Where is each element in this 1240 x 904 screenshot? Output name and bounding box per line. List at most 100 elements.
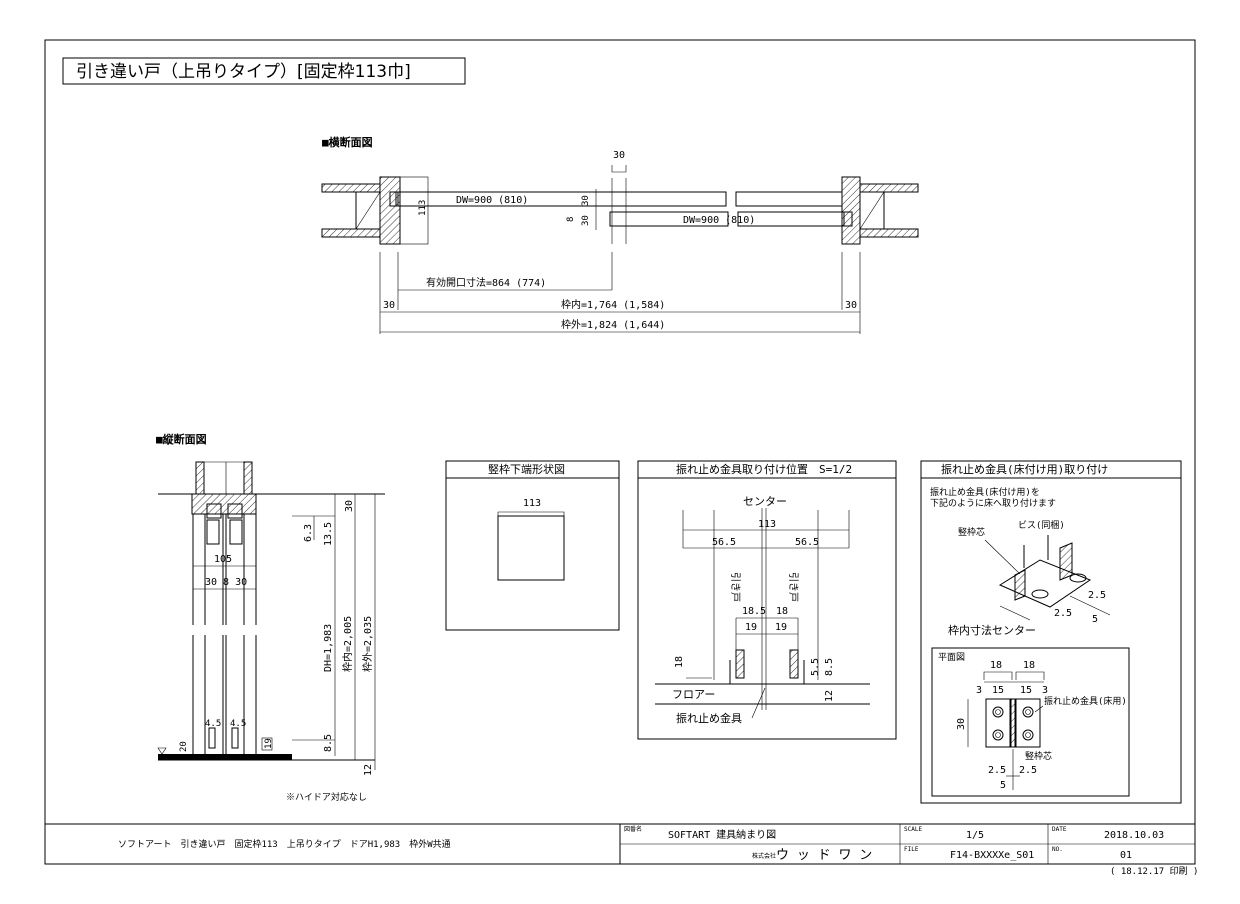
vs-inner: 枠内=2,005 (341, 616, 354, 672)
plan-heading: ■横断面図 (322, 135, 373, 149)
install-plan-box (931, 647, 1130, 797)
stopper-bracket: 振れ止め金具 (676, 711, 742, 725)
install-p3a: 3 (976, 685, 982, 696)
page-title: 引き違い戸（上吊りタイプ）[固定枠113巾] (76, 62, 411, 82)
stopper-door-left: 引き戸 (729, 572, 741, 602)
tb-company-label: 株式会社 (752, 852, 776, 860)
install-screw: ビス(同梱) (1018, 519, 1065, 531)
plan-side-right: 30 (845, 300, 857, 311)
tb-print: ( 18.12.17 印刷 ) (1110, 865, 1198, 877)
plan-offset-30a: 30 (581, 195, 591, 206)
install-p3b: 3 (1042, 685, 1048, 696)
vs-d85: 8.5 (323, 734, 334, 752)
bracket-iso-drawing (998, 535, 1111, 621)
stopper-floor: フロアー (672, 688, 715, 701)
plan-frame-inner: 枠内=1,764 (1,584) (561, 298, 665, 311)
vs-d19: 19 (264, 738, 274, 749)
install-p18a: 18 (990, 660, 1002, 671)
plan-side-left: 30 (383, 300, 395, 311)
stopper-install-panel: 振れ止め金具(床付け用)取り付け 振れ止め金具(床付け用)を 下記のように床へ取… (920, 460, 1182, 804)
install-p30: 30 (956, 718, 967, 730)
tb-description: ソフトアート 引き違い戸 固定枠113 上吊りタイプ ドアH1,983 枠外W共… (118, 838, 451, 850)
vs-dh: DH=1,983 (323, 624, 334, 672)
install-center: 枠内寸法センター (948, 623, 1036, 637)
title-block: ソフトアート 引き違い戸 固定枠113 上吊りタイプ ドアH1,983 枠外W共… (45, 823, 1198, 877)
install-plan-heading: 平面図 (938, 652, 965, 663)
vs-d45b: 4.5 (230, 719, 246, 729)
install-note1: 振れ止め金具(床付け用)を (930, 486, 1040, 498)
vs-d12: 12 (363, 764, 374, 776)
stopper-d85: 8.5 (824, 658, 835, 676)
install-p25a: 2.5 (988, 765, 1006, 776)
stopper-d565a: 56.5 (712, 537, 736, 548)
install-d25b: 2.5 (1054, 608, 1072, 619)
install-p18b: 18 (1023, 660, 1035, 671)
plan-door-left: DW=900 (810) (456, 195, 528, 206)
tb-no-label: NO. (1052, 846, 1063, 853)
plan-effective-opening: 有効開口寸法=864 (774) (426, 276, 546, 289)
install-d25a: 2.5 (1088, 590, 1106, 601)
stopper-d185: 18.5 (742, 606, 766, 617)
install-note2: 下記のように床へ取り付けます (930, 497, 1056, 509)
stopper-center: センター (743, 495, 787, 508)
plan-frame-outer: 枠外=1,824 (1,644) (561, 318, 665, 331)
frame-profile-width: 113 (523, 498, 541, 509)
stopper-door-right: 引き戸 (787, 572, 799, 602)
install-p25b: 2.5 (1019, 765, 1037, 776)
title-box: 引き違い戸（上吊りタイプ）[固定枠113巾] (62, 57, 466, 85)
vs-outer: 枠外=2,035 (361, 616, 374, 672)
tb-drawing-label: 図番名 (624, 825, 642, 833)
stopper-d12: 12 (824, 690, 835, 702)
stopper-d55: 5.5 (810, 658, 821, 676)
vs-d45a: 4.5 (205, 719, 221, 729)
plan-gap: 30 (613, 150, 625, 161)
vs-d20: 20 (179, 741, 189, 752)
stopper-d565b: 56.5 (795, 537, 819, 548)
stopper-d18v: 18 (674, 656, 685, 668)
tb-file: F14-BXXXXe_S01 (950, 850, 1034, 861)
plan-section: ■横断面図 30 DW=900 (810) DW=900 (810) 113 3… (321, 135, 919, 334)
install-p-core: 竪枠芯 (1025, 750, 1052, 762)
vs-d30830: 30 8 30 (205, 577, 247, 588)
door-left (395, 191, 727, 207)
tb-scale: 1/5 (966, 830, 984, 841)
plan-door-right: DW=900 (810) (683, 215, 755, 226)
stopper-d18: 18 (776, 606, 788, 617)
left-frame (379, 176, 401, 245)
install-p-bracket: 振れ止め金具(床用) (1044, 695, 1127, 707)
plan-offset-30b: 30 (581, 215, 591, 226)
vs-note: ※ハイドア対応なし (286, 791, 367, 803)
tb-date: 2018.10.03 (1104, 830, 1164, 841)
vs-d135: 13.5 (323, 522, 334, 546)
vertical-section: ■縦断面図 105 30 8 30 4.5 4.5 20 19 (156, 432, 385, 803)
frame-profile-shape (497, 515, 565, 581)
plan-offset-8: 8 (566, 217, 576, 222)
tb-scale-label: SCALE (904, 826, 922, 833)
install-d5: 5 (1092, 614, 1098, 625)
stopper-pos-heading: 振れ止め金具取り付け位置 S=1/2 (676, 462, 852, 476)
door-right (609, 211, 729, 227)
install-core: 竪枠芯 (958, 526, 985, 538)
install-heading: 振れ止め金具(床付け用)取り付け (941, 462, 1108, 476)
frame-profile-panel: 竪枠下端形状図 113 (445, 460, 620, 631)
tb-no: 01 (1120, 850, 1132, 861)
vs-d105: 105 (214, 554, 232, 565)
stopper-d19a: 19 (745, 622, 757, 633)
install-p15b: 15 (1020, 685, 1032, 696)
tb-file-label: FILE (904, 846, 919, 853)
tb-date-label: DATE (1052, 826, 1067, 833)
right-frame (841, 176, 861, 245)
vertical-heading: ■縦断面図 (156, 432, 207, 446)
install-p5: 5 (1000, 780, 1006, 791)
frame-profile-heading: 竪枠下端形状図 (488, 462, 565, 476)
stopper-d113: 113 (758, 519, 776, 530)
tb-company: ウ ッ ド ワ ン (776, 848, 872, 863)
stopper-d19b: 19 (775, 622, 787, 633)
install-p15a: 15 (992, 685, 1004, 696)
vs-d63: 6.3 (303, 524, 314, 542)
vs-d30: 30 (344, 500, 355, 512)
stopper-position-panel: 振れ止め金具取り付け位置 S=1/2 センター 113 56.5 56.5 引き… (637, 460, 897, 740)
tb-drawing-name: SOFTART 建具納まり図 (668, 828, 776, 841)
plan-thickness: 113 (418, 200, 428, 216)
